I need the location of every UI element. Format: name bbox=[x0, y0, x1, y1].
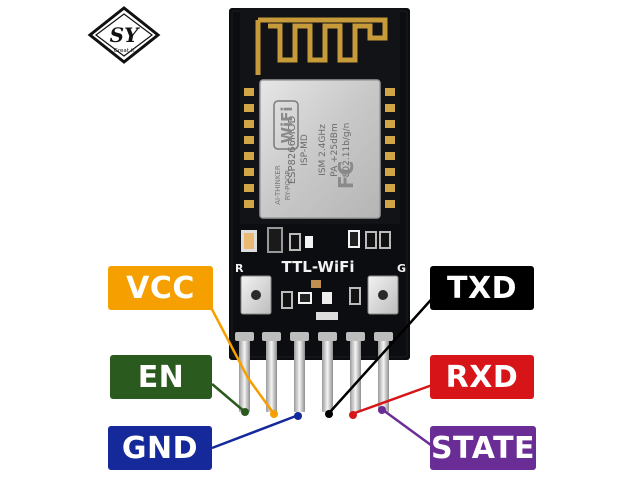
logo-caption: Great it bbox=[114, 48, 136, 54]
pin-pads bbox=[235, 332, 393, 341]
pin-label-txd: TXD bbox=[430, 266, 534, 310]
dot-rxd bbox=[349, 411, 357, 419]
leader-en bbox=[211, 383, 246, 413]
fcc-badge: FC bbox=[334, 161, 358, 189]
pin-label-vcc: VCC bbox=[108, 266, 213, 310]
pin-label-rxd: RXD bbox=[430, 355, 534, 399]
module-pads-right bbox=[385, 88, 395, 208]
board-silkscreen: TTL-WiFi bbox=[282, 258, 355, 276]
wifi-badge-text: WiFi bbox=[278, 106, 296, 143]
metal-shield bbox=[259, 79, 381, 219]
corner-label-g: G bbox=[397, 262, 406, 275]
dot-en bbox=[241, 408, 249, 416]
module-pads-left bbox=[244, 88, 254, 208]
smd-components-mid bbox=[281, 280, 361, 320]
smd-components-top bbox=[241, 227, 391, 253]
pin-dots bbox=[241, 406, 386, 420]
module-pa: PA +25dBm bbox=[330, 123, 340, 177]
leader-vcc bbox=[203, 295, 276, 415]
pin-label-state: STATE bbox=[430, 426, 536, 470]
module-isp: ISP-MD bbox=[300, 134, 310, 166]
antenna-trace bbox=[255, 17, 388, 75]
dot-state bbox=[378, 406, 386, 414]
reset-button-right bbox=[367, 275, 399, 315]
wifi-badge: WiFi bbox=[273, 100, 299, 150]
module-vendor: AI-THINKER bbox=[274, 165, 282, 205]
fcc-badge-text: FC bbox=[334, 161, 358, 189]
corner-label-r: R bbox=[235, 262, 244, 275]
module-side-text: RY-POOR bbox=[284, 170, 292, 201]
leader-rxd bbox=[351, 382, 436, 416]
leader-lines bbox=[203, 291, 439, 450]
module-standard: 802.11b/g/n bbox=[342, 123, 352, 178]
leader-gnd bbox=[211, 414, 297, 450]
module-ism: ISM 2.4GHz bbox=[318, 124, 328, 176]
logo-letters: SY bbox=[110, 23, 140, 47]
reset-button-left bbox=[240, 275, 272, 315]
brand-logo: SY Great it bbox=[87, 6, 161, 64]
dot-txd bbox=[325, 410, 333, 418]
dot-vcc bbox=[270, 410, 278, 418]
leader-txd bbox=[329, 291, 439, 413]
pin-label-en: EN bbox=[110, 355, 212, 399]
dot-gnd bbox=[294, 412, 302, 420]
module-model: ESP8266MOD bbox=[287, 116, 298, 185]
pin-label-gnd: GND bbox=[108, 426, 212, 470]
leader-state bbox=[382, 408, 436, 450]
